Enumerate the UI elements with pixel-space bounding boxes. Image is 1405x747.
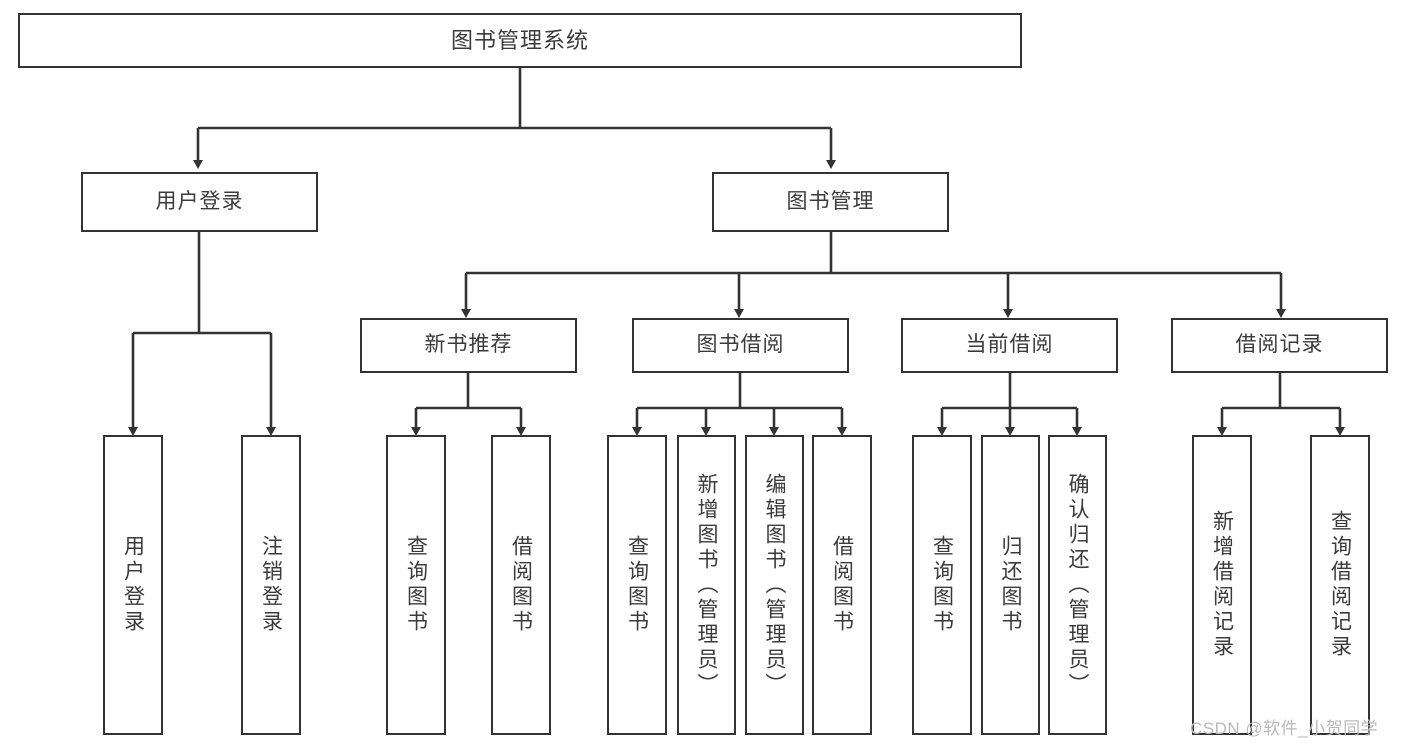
leaf-query-book-2-label: 查询图书 [625, 535, 649, 635]
leaf-borrow-book-1-label: 借阅图书 [509, 535, 533, 635]
leaf-query-book-1-label: 查询图书 [404, 535, 428, 635]
node-new-book-recommend-label: 新书推荐 [424, 333, 513, 357]
leaf-edit-book-admin[interactable]: 编辑图书（管理员） [745, 435, 804, 735]
leaf-add-borrow-record-label: 新增借阅记录 [1210, 510, 1234, 660]
node-current-borrow[interactable]: 当前借阅 [901, 318, 1118, 373]
leaf-query-book-3-label: 查询图书 [930, 535, 954, 635]
leaf-confirm-return-admin[interactable]: 确认归还（管理员） [1048, 435, 1107, 735]
node-user-login-label: 用户登录 [155, 189, 244, 213]
leaf-borrow-book-2-label: 借阅图书 [830, 535, 854, 635]
leaf-user-login-label: 用户登录 [121, 535, 145, 635]
node-current-borrow-label: 当前借阅 [965, 333, 1054, 357]
leaf-return-book[interactable]: 归还图书 [981, 435, 1040, 735]
leaf-query-book-1[interactable]: 查询图书 [386, 435, 446, 735]
leaf-borrow-book-2[interactable]: 借阅图书 [812, 435, 872, 735]
node-root-label: 图书管理系统 [450, 27, 589, 53]
node-user-login[interactable]: 用户登录 [81, 172, 318, 232]
leaf-query-borrow-record[interactable]: 查询借阅记录 [1310, 435, 1370, 735]
leaf-edit-book-admin-label: 编辑图书（管理员） [763, 472, 786, 698]
leaf-add-book-admin[interactable]: 新增图书（管理员） [677, 435, 736, 735]
watermark: CSDN @软件_小贺同学 [1190, 719, 1379, 738]
node-borrow-record-label: 借阅记录 [1235, 333, 1324, 357]
leaf-user-login[interactable]: 用户登录 [103, 435, 163, 735]
leaf-logout-login-label: 注销登录 [259, 535, 283, 635]
node-book-manage[interactable]: 图书管理 [712, 172, 949, 232]
node-book-borrow-label: 图书借阅 [696, 333, 785, 357]
leaf-add-book-admin-label: 新增图书（管理员） [695, 472, 718, 698]
leaf-borrow-book-1[interactable]: 借阅图书 [491, 435, 551, 735]
leaf-return-book-label: 归还图书 [999, 535, 1022, 635]
leaf-logout-login[interactable]: 注销登录 [241, 435, 301, 735]
leaf-query-book-2[interactable]: 查询图书 [607, 435, 667, 735]
leaf-confirm-return-admin-label: 确认归还（管理员） [1066, 472, 1089, 698]
node-book-manage-label: 图书管理 [786, 189, 875, 213]
node-new-book-recommend[interactable]: 新书推荐 [360, 318, 577, 373]
leaf-query-borrow-record-label: 查询借阅记录 [1328, 510, 1352, 660]
node-book-borrow[interactable]: 图书借阅 [632, 318, 849, 373]
node-borrow-record[interactable]: 借阅记录 [1171, 318, 1388, 373]
leaf-add-borrow-record[interactable]: 新增借阅记录 [1192, 435, 1252, 735]
leaf-query-book-3[interactable]: 查询图书 [912, 435, 972, 735]
node-root[interactable]: 图书管理系统 [18, 13, 1022, 68]
